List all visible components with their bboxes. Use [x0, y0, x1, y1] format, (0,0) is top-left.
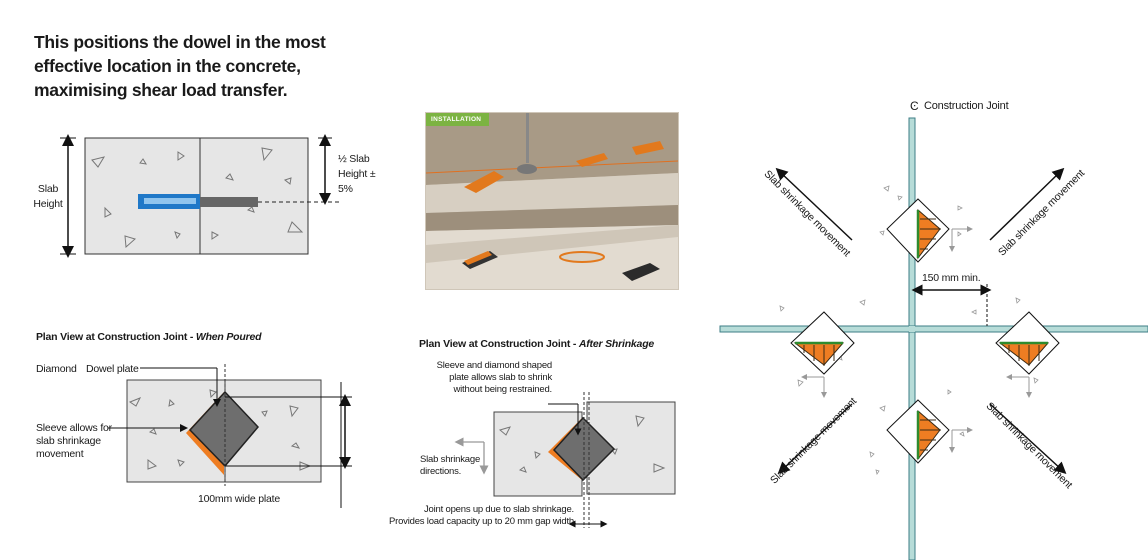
poured-aggregate: [128, 389, 312, 471]
movement-arrow-tr: [989, 167, 1065, 241]
joint-aggregate: [779, 185, 1039, 475]
min-gap-label: 150 mm min.: [922, 272, 981, 284]
horizontal-joint: [719, 325, 1148, 333]
dowel-left: [791, 312, 854, 395]
dowel-top: [887, 199, 970, 262]
installation-tag: INSTALLATION: [426, 113, 490, 126]
slab-height-label: Slab Height: [33, 183, 63, 210]
joint-note-1: Joint opens up due to slab shrinkage.: [424, 504, 574, 515]
plate-width-label: 100mm wide plate: [198, 493, 281, 505]
plan-shrink-title-main: Plan View at Construction Joint -: [419, 338, 579, 350]
sleeve-note-label: Sleeve and diamond shaped plate allows s…: [436, 360, 553, 395]
shrink-aggregate: [498, 415, 666, 473]
centerline-symbol: Ͼ: [910, 99, 919, 113]
movement-arrow-tl: [775, 167, 853, 241]
joint-note-2: Provides load capacity up to 20 mm gap w…: [389, 516, 577, 527]
movement-arrow-bl: [777, 403, 853, 475]
plan-shrink-diagram: [454, 392, 676, 528]
movement-arrow-br: [989, 403, 1067, 475]
plan-poured-title-sub: When Poured: [195, 331, 262, 343]
dowel-plate: [200, 197, 258, 207]
half-slab-label: ½ Slab Height ± 5%: [338, 153, 376, 195]
plan-shrink-title: Plan View at Construction Joint - After …: [419, 338, 654, 350]
plan-poured-title-main: Plan View at Construction Joint -: [36, 331, 196, 343]
dowel-bottom: [887, 400, 970, 463]
directions-label: Slab shrinkage directions.: [420, 454, 481, 477]
plan-poured-diagram: [108, 364, 352, 508]
slab-elevation-diagram: [60, 134, 342, 258]
construction-joint-label: Construction Joint: [924, 100, 1009, 112]
dowel-sleeve-inner: [144, 198, 196, 204]
plan-shrink-title-sub: After Shrinkage: [578, 338, 655, 350]
diamond-label: Diamond: [36, 363, 77, 375]
dowel-plate-label: Dowel plate: [86, 363, 139, 375]
dowel-right: [996, 312, 1059, 395]
installation-illustration: [426, 113, 678, 289]
aggregate-marks: [91, 147, 304, 249]
installation-photo: INSTALLATION: [425, 112, 679, 290]
plan-poured-title: Plan View at Construction Joint - When P…: [36, 331, 262, 343]
vertical-joint: [908, 117, 916, 560]
sleeve-label: Sleeve allows for slab shrinkage movemen…: [36, 422, 112, 460]
intro-heading: This positions the dowel in the most eff…: [34, 32, 326, 100]
